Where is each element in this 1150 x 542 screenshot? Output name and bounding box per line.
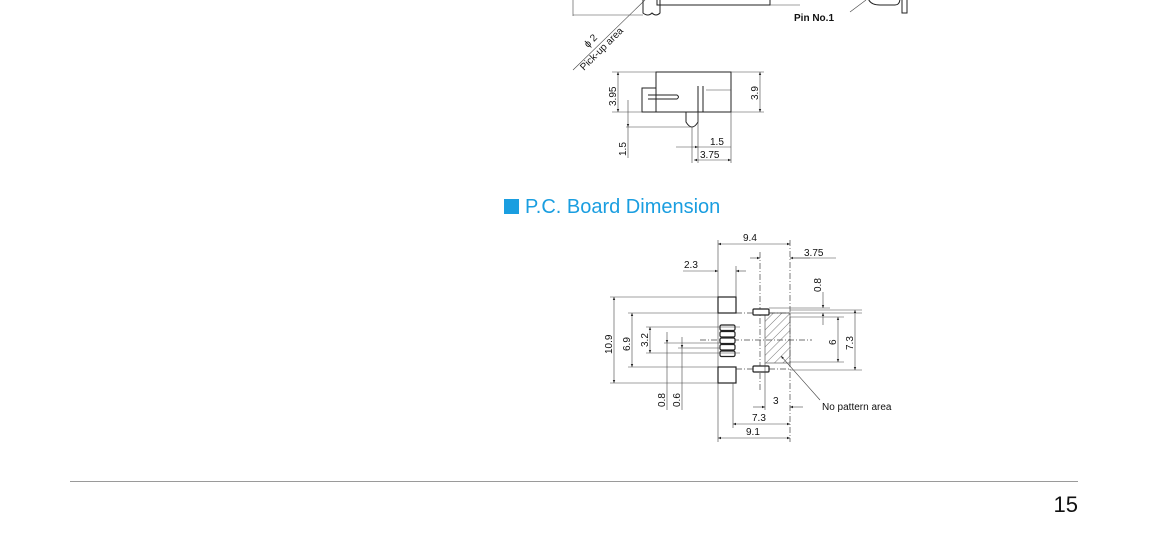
square-bullet-icon	[504, 199, 519, 214]
section-heading: P.C. Board Dimension	[504, 196, 720, 219]
dim-6-9: 6.9	[622, 337, 633, 351]
dim-7-3-horizontal: 7.3	[752, 413, 766, 424]
pcb-dimension-drawing: 9.4 3.75 2.3 0.8 6 7.3 10.9 6.9	[604, 233, 892, 442]
dim-0-8-pitch: 0.8	[657, 393, 668, 407]
dim-3-9: 3.9	[750, 86, 761, 100]
dim-0-8-top: 0.8	[813, 278, 824, 292]
dim-10-9: 10.9	[604, 334, 615, 354]
dim-3-2: 3.2	[640, 333, 651, 347]
dim-9-4: 9.4	[743, 233, 757, 244]
dim-3-95: 3.95	[608, 86, 619, 106]
dim-1-5-horizontal: 1.5	[710, 137, 724, 148]
mounting-pad	[717, 366, 737, 384]
dim-2-3: 2.3	[684, 260, 698, 271]
footer-divider	[70, 481, 1078, 482]
page-number: 15	[1053, 492, 1078, 517]
dim-0-6-pitch: 0.6	[672, 393, 683, 407]
dim-3-75-side: 3.75	[700, 150, 720, 161]
section-title: P.C. Board Dimension	[525, 196, 721, 218]
pickup-label: Pick-up area	[578, 25, 626, 73]
terminal-pads	[719, 324, 736, 358]
dim-9-1: 9.1	[746, 427, 760, 438]
dim-1-5-vertical: 1.5	[618, 142, 629, 156]
small-pad	[752, 365, 770, 373]
small-pad	[752, 308, 770, 316]
mounting-pad	[717, 296, 737, 314]
side-view: 3.95 3.9 1.5 1.5 3.75	[608, 71, 764, 163]
dim-7-3-vertical: 7.3	[845, 336, 856, 350]
no-pattern-area	[764, 312, 791, 364]
top-view-partial: ϕ 2 Pick-up area Pin No.1	[572, 0, 908, 73]
dim-6: 6	[828, 339, 839, 345]
dim-3-75: 3.75	[804, 248, 824, 259]
dim-3: 3	[773, 396, 779, 407]
pin-no1-label: Pin No.1	[794, 13, 834, 24]
no-pattern-label: No pattern area	[822, 402, 892, 413]
